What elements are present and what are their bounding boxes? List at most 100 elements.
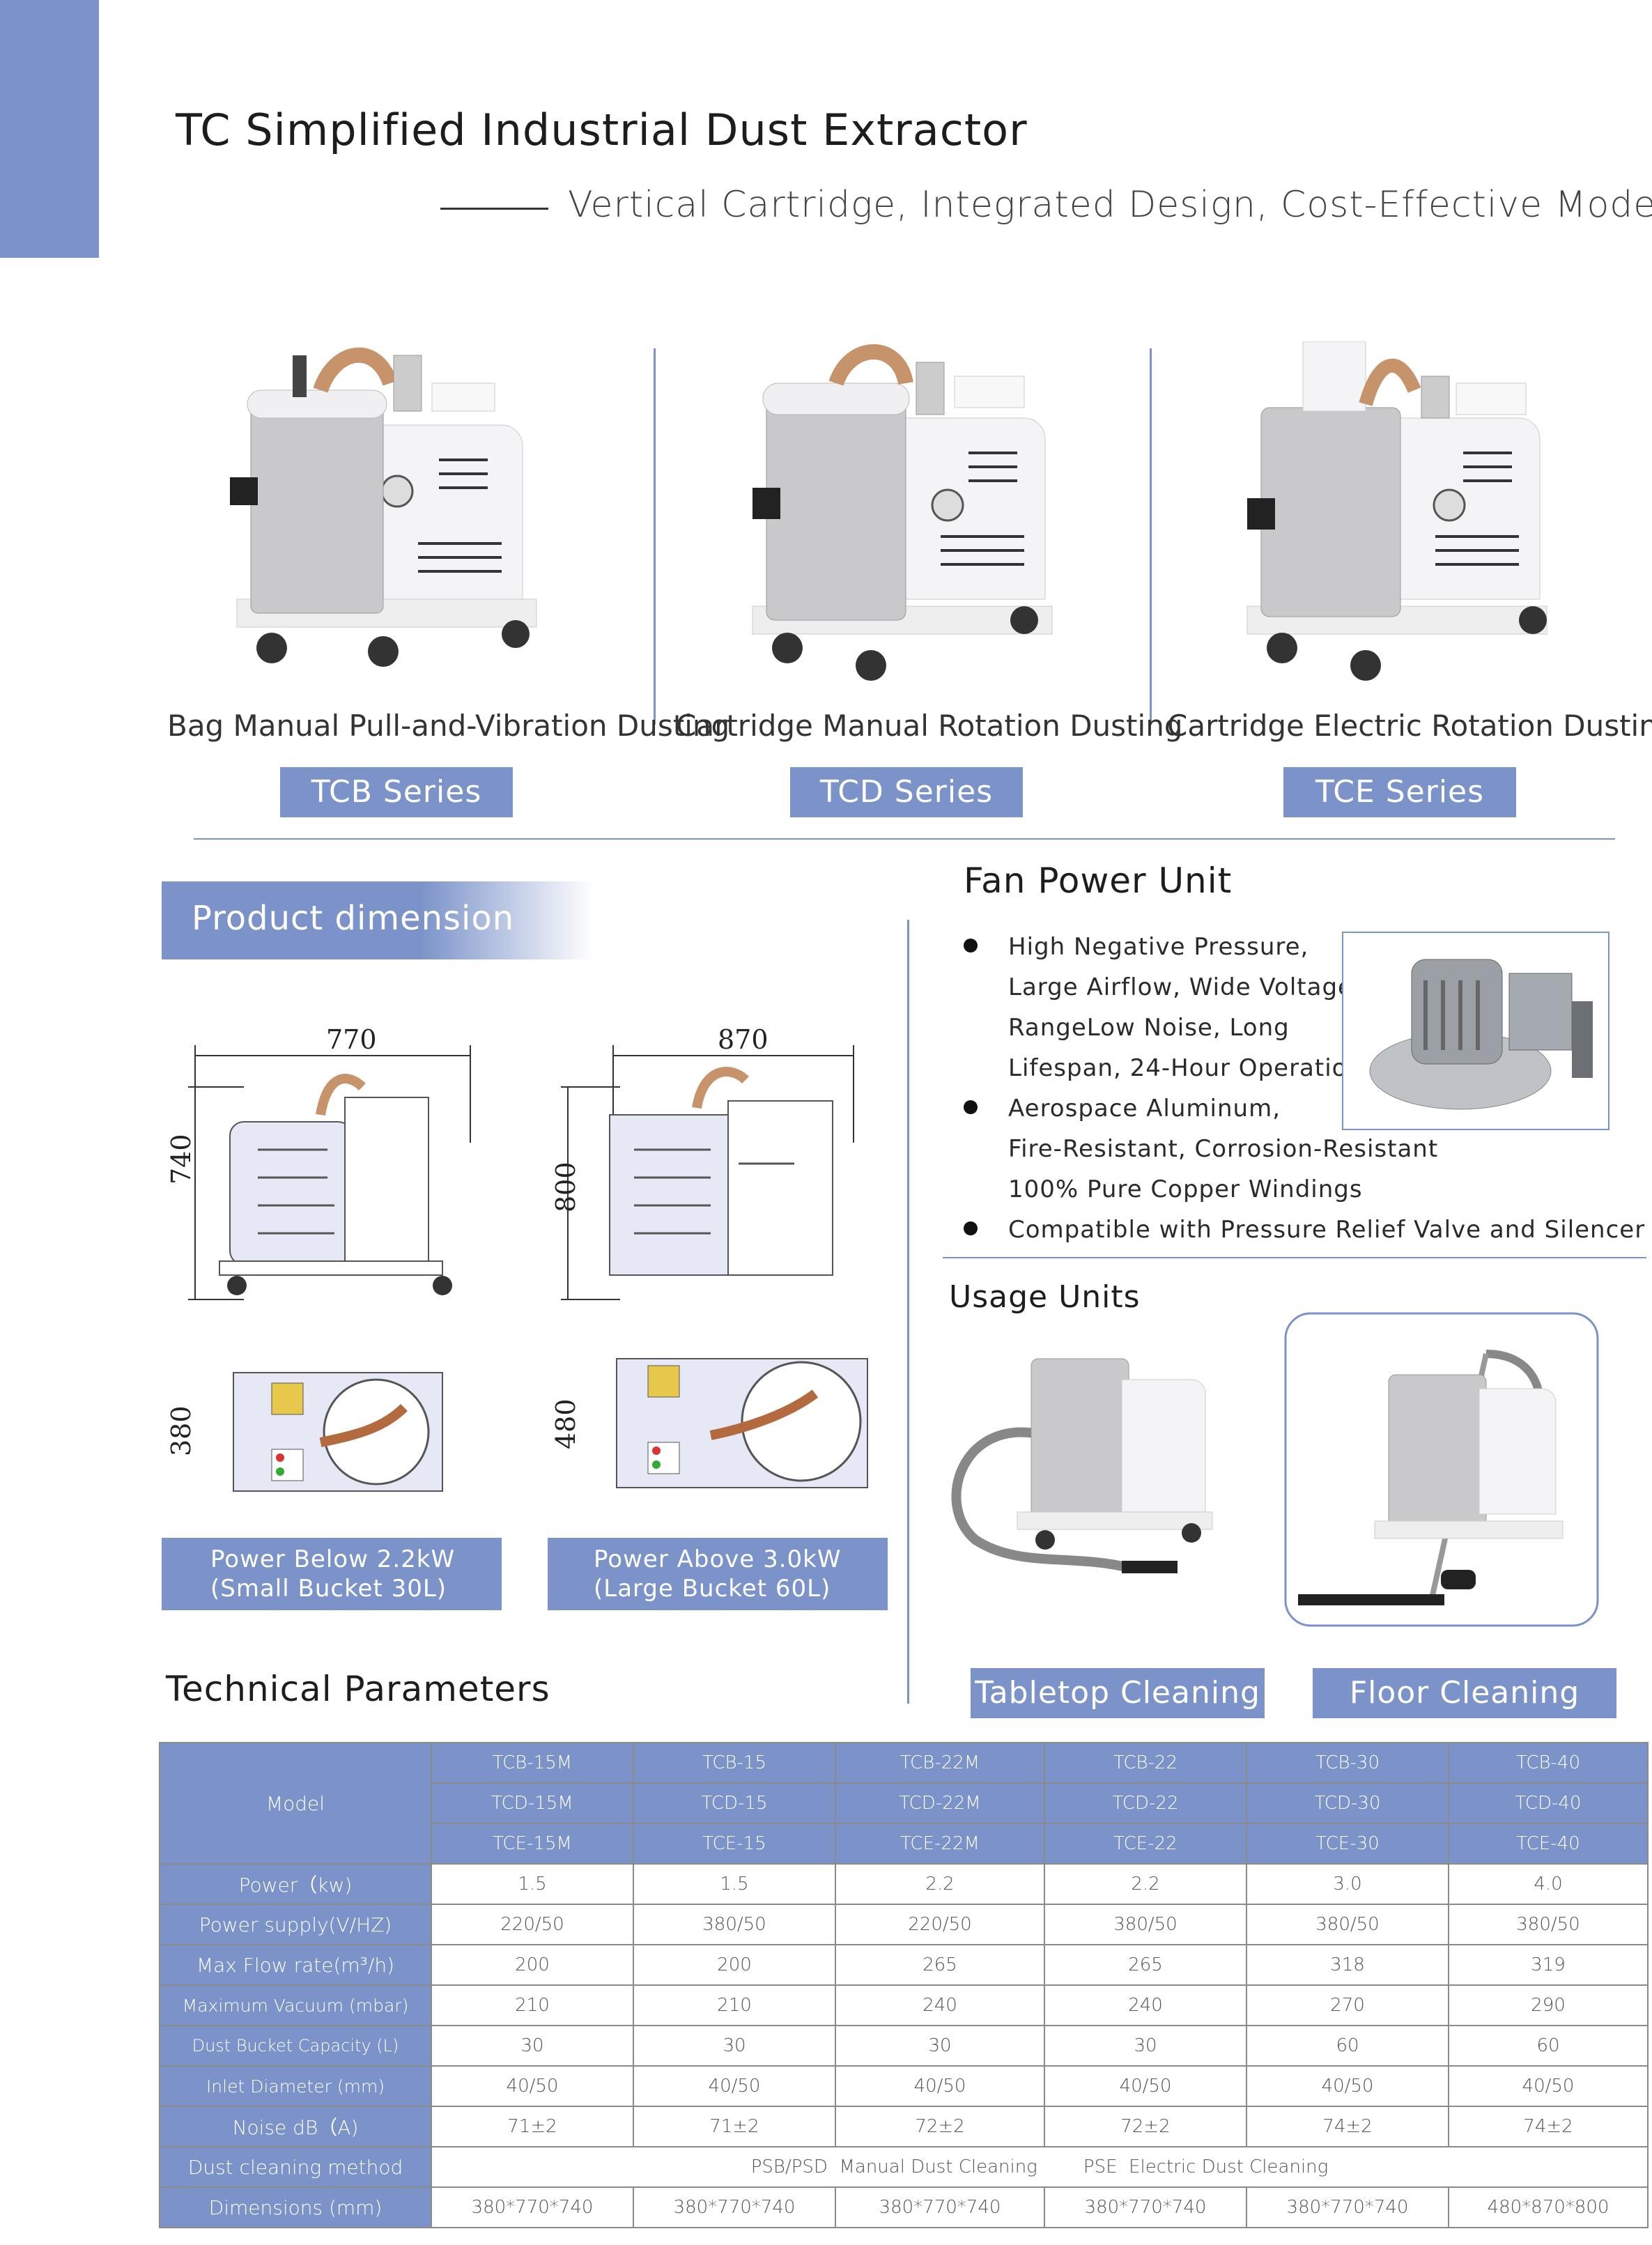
model-cell: TCB-40 xyxy=(1448,1742,1649,1784)
table-cell: 380/50 xyxy=(1044,1904,1247,1945)
bullet-dot-3 xyxy=(964,1221,978,1235)
model-cell: TCE-40 xyxy=(1448,1823,1649,1865)
table-cell: 40/50 xyxy=(835,2065,1045,2107)
series-caption-tcb: Bag Manual Pull-and-Vibration Dusting xyxy=(167,709,730,743)
table-cell: 60 xyxy=(1448,2025,1649,2067)
table-cell: 380*770*740 xyxy=(633,2186,836,2228)
table-cell: 265 xyxy=(1044,1944,1247,1986)
table-cell: 380*770*740 xyxy=(835,2186,1045,2228)
fan-bullet-3: Compatible with Pressure Relief Valve an… xyxy=(1008,1210,1645,1250)
model-cell: TCD-22M xyxy=(835,1782,1045,1824)
tce-series-badge[interactable]: TCE Series xyxy=(1283,767,1516,817)
model-cell: TCB-30 xyxy=(1246,1742,1449,1784)
tcb-series-badge[interactable]: TCB Series xyxy=(280,767,513,817)
small-bucket-caption-line1: Power Below 2.2kW xyxy=(210,1545,456,1573)
table-cell: 30 xyxy=(1044,2025,1247,2067)
section-divider xyxy=(194,838,1615,840)
model-cell: TCD-15M xyxy=(431,1782,634,1824)
dimensions-label: Dimensions (mm) xyxy=(159,2186,432,2228)
large-depth-label: 480 xyxy=(550,1398,581,1449)
table-cell: 480*870*800 xyxy=(1448,2186,1649,2228)
max-flow-label: Max Flow rate(m³/h) xyxy=(159,1944,432,1986)
large-width-label: 870 xyxy=(718,1024,769,1055)
tabletop-cleaning-button[interactable]: Tabletop Cleaning xyxy=(971,1668,1265,1718)
series-caption-tcd: Cartridge Manual Rotation Dusting xyxy=(676,709,1183,743)
cleaning-method-value: PSB/PSD Manual Dust Cleaning PSE Electri… xyxy=(431,2146,1649,2188)
table-cell: 200 xyxy=(431,1944,634,1986)
table-cell: 74±2 xyxy=(1246,2106,1449,2147)
subtitle-rule xyxy=(440,208,548,210)
table-row: Dimensions (mm) 380*770*740 380*770*740 … xyxy=(159,2186,1649,2228)
table-cell: 74±2 xyxy=(1448,2106,1649,2147)
table-cell: 265 xyxy=(835,1944,1045,1986)
table-cell: 200 xyxy=(633,1944,836,1986)
fan-power-unit-title: Fan Power Unit xyxy=(964,861,1233,901)
table-row: Max Flow rate(m³/h) 200 200 265 265 318 … xyxy=(159,1944,1649,1986)
table-cell: 380*770*740 xyxy=(1044,2186,1247,2228)
table-row: Dust cleaning method PSB/PSD Manual Dust… xyxy=(159,2146,1649,2188)
table-row: Noise dB（A) 71±2 71±2 72±2 72±2 74±2 74±… xyxy=(159,2106,1649,2147)
product-dimension-title: Product dimension xyxy=(192,899,515,938)
table-cell: 72±2 xyxy=(1044,2106,1247,2147)
power-supply-label: Power supply(V/HZ) xyxy=(159,1904,432,1945)
model-cell: TCD-15 xyxy=(633,1782,836,1824)
model-cell: TCD-40 xyxy=(1448,1782,1649,1824)
table-cell: 72±2 xyxy=(835,2106,1045,2147)
bullet-dot-2 xyxy=(964,1100,978,1114)
table-cell: 60 xyxy=(1246,2025,1449,2067)
table-cell: 240 xyxy=(835,1984,1045,2026)
tabletop-usage-image xyxy=(951,1358,1213,1573)
table-cell: 380*770*740 xyxy=(431,2186,634,2228)
model-cell: TCE-22 xyxy=(1044,1823,1247,1865)
small-bucket-caption: Power Below 2.2kW (Small Bucket 30L) xyxy=(162,1538,502,1610)
fan-bullet-1-line2: Large Airflow, Wide Voltage xyxy=(1008,973,1353,1001)
small-height-label: 740 xyxy=(166,1134,196,1185)
table-cell: 2.2 xyxy=(835,1863,1045,1905)
product-dimension-banner xyxy=(162,881,594,959)
small-depth-label: 380 xyxy=(166,1405,196,1456)
tce-machine-image xyxy=(1246,341,1547,681)
table-cell: 71±2 xyxy=(431,2106,634,2147)
table-cell: 380/50 xyxy=(1246,1904,1449,1945)
fan-bullet-1-line4: Lifespan, 24-Hour Operation xyxy=(1008,1054,1364,1082)
table-row: Inlet Diameter (mm) 40/50 40/50 40/50 40… xyxy=(159,2065,1649,2107)
fan-blower-image xyxy=(1342,932,1609,1130)
fan-bullet-3-line1: Compatible with Pressure Relief Valve an… xyxy=(1008,1216,1646,1244)
series-divider-2 xyxy=(1150,348,1152,725)
table-cell: 71±2 xyxy=(633,2106,836,2147)
large-bucket-caption-line2: (Large Bucket 60L) xyxy=(594,1575,831,1603)
table-cell: 30 xyxy=(835,2025,1045,2067)
table-cell: 4.0 xyxy=(1448,1863,1649,1905)
table-cell: 30 xyxy=(633,2025,836,2067)
floor-cleaning-button[interactable]: Floor Cleaning xyxy=(1313,1668,1616,1718)
tcb-machine-image xyxy=(230,347,537,667)
model-label: Model xyxy=(159,1742,432,1865)
table-cell: 3.0 xyxy=(1246,1863,1449,1905)
model-cell: TCE-15 xyxy=(633,1823,836,1865)
table-row: Model TCB-15M TCB-15 TCB-22M TCB-22 TCB-… xyxy=(159,1742,1649,1865)
fan-bullet-2-line2: Fire-Resistant, Corrosion-Resistant xyxy=(1008,1135,1439,1163)
corner-accent xyxy=(0,0,99,258)
small-width-label: 770 xyxy=(326,1024,377,1055)
table-cell: 30 xyxy=(431,2025,634,2067)
large-machine-dimension-drawing xyxy=(561,1045,854,1300)
model-cell: TCB-15 xyxy=(633,1742,836,1784)
small-machine-dimension-drawing xyxy=(188,1045,471,1300)
table-cell: 40/50 xyxy=(633,2065,836,2107)
power-label: Power（kw) xyxy=(159,1863,432,1905)
table-cell: 240 xyxy=(1044,1984,1247,2026)
usage-units-title: Usage Units xyxy=(949,1279,1141,1315)
table-row: TCD-15M TCD-15 TCD-22M TCD-22 TCD-30 TCD… xyxy=(160,1782,1649,1824)
bullet-dot-1 xyxy=(964,939,978,952)
small-bucket-caption-line2: (Small Bucket 30L) xyxy=(210,1575,447,1603)
table-cell: 40/50 xyxy=(1044,2065,1247,2107)
model-cell: TCD-22 xyxy=(1044,1782,1247,1824)
fan-bullet-2: Aerospace Aluminum, Fire-Resistant, Corr… xyxy=(1008,1088,1438,1210)
inlet-diameter-label: Inlet Diameter (mm) xyxy=(159,2065,432,2107)
table-cell: 40/50 xyxy=(1246,2065,1449,2107)
tcd-series-badge[interactable]: TCD Series xyxy=(790,767,1023,817)
large-bucket-caption: Power Above 3.0kW (Large Bucket 60L) xyxy=(548,1538,888,1610)
table-cell: 380/50 xyxy=(633,1904,836,1945)
model-cell: TCE-22M xyxy=(835,1823,1045,1865)
model-cell: TCD-30 xyxy=(1246,1782,1449,1824)
